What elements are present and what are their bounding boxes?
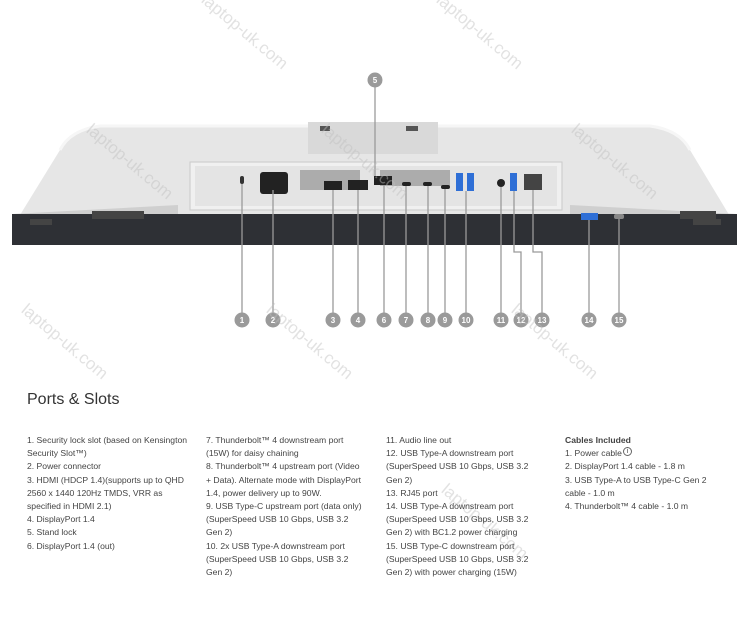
ports-column-2: 7. Thunderbolt™ 4 downstream port (15W) … (206, 434, 366, 579)
callout-marker (513, 312, 529, 328)
audio-line-out (497, 179, 505, 187)
port-item: 8. Thunderbolt™ 4 upstream port (Video +… (206, 461, 361, 498)
cable-item: 2. DisplayPort 1.4 cable - 1.8 m (565, 461, 685, 472)
callout-marker (437, 312, 453, 328)
callout-marker (458, 312, 474, 328)
port-item: 12. USB Type-A downstream port (SuperSpe… (386, 448, 529, 485)
callout-marker (534, 312, 550, 328)
callout-number: 8 (426, 316, 431, 325)
callout-marker (325, 312, 341, 328)
callout-number: 5 (373, 76, 378, 85)
callout-number: 4 (356, 316, 361, 325)
callout-marker (234, 312, 250, 328)
monitor-back (12, 122, 737, 245)
port-item: 3. HDMI (HDCP 1.4)(supports up to QHD 25… (27, 474, 184, 512)
security-lock-slot (240, 176, 244, 184)
usb-a-port (510, 173, 517, 191)
port-item: 13. RJ45 port (386, 487, 438, 498)
port-item: 11. Audio line out (386, 435, 452, 445)
port-item: 4. DisplayPort 1.4 (27, 514, 95, 525)
callout-marker (350, 312, 366, 328)
power-connector (260, 172, 288, 194)
callout-marker (376, 312, 392, 328)
callout-number: 1 (240, 316, 245, 325)
info-icon[interactable]: i (622, 447, 632, 457)
callout-marker (265, 312, 281, 328)
ports-column-3: 11. Audio line out 12. USB Type-A downst… (386, 434, 546, 579)
port-item: 5. Stand lock (27, 527, 77, 538)
callout-marker (420, 312, 436, 328)
usb-c-upstream (441, 185, 450, 189)
port-item: 14. USB Type-A downstream port (SuperSpe… (386, 501, 529, 538)
callout-marker (493, 312, 509, 328)
callout-line (513, 191, 522, 320)
callout-marker (398, 312, 414, 328)
thunderbolt-upstream (423, 182, 432, 186)
callout-number: 2 (271, 316, 276, 325)
displayport-out (374, 176, 392, 185)
callout-number: 14 (585, 316, 594, 325)
callout-number: 11 (497, 316, 506, 325)
callout-number: 10 (462, 316, 471, 325)
bezel-bottom (12, 214, 737, 245)
callout-marker (581, 312, 597, 328)
port-item: 10. 2x USB Type-A downstream port (Super… (206, 540, 349, 578)
port-item: 9. USB Type-C upstream port (data only) … (206, 501, 362, 538)
ports-column-1: 1. Security lock slot (based on Kensingt… (27, 434, 192, 553)
cable-item-label: 1. Power cable (565, 448, 622, 459)
callout-marker (611, 312, 627, 328)
hdmi-port (324, 181, 342, 190)
usb-a-port (456, 173, 463, 191)
port-item: 2. Power connector (27, 461, 102, 472)
callout-line (532, 190, 543, 320)
port-item: 7. Thunderbolt™ 4 downstream port (15W) … (206, 435, 344, 459)
usb-a-side-port (581, 213, 598, 220)
callout-number: 6 (382, 316, 387, 325)
cable-item: 3. USB Type-A to USB Type-C Gen 2 cable … (565, 474, 707, 498)
callout-number: 12 (517, 316, 526, 325)
port-item: 1. Security lock slot (based on Kensingt… (27, 435, 188, 459)
thunderbolt-downstream (402, 182, 411, 186)
cables-heading: Cables Included (565, 435, 631, 445)
callout-number: 15 (615, 316, 624, 325)
port-item: 6. DisplayPort 1.4 (out) (27, 540, 115, 551)
usb-c-side-port (614, 214, 624, 219)
callout-number: 13 (538, 316, 547, 325)
callout-number: 7 (404, 316, 409, 325)
callout-number: 9 (443, 316, 448, 325)
cable-item: 4. Thunderbolt™ 4 cable - 1.0 m (565, 501, 689, 512)
callout-number: 3 (331, 316, 336, 325)
displayport (348, 180, 368, 190)
usb-a-port (467, 173, 474, 191)
section-title: Ports & Slots (27, 391, 120, 408)
port-item: 15. USB Type-C downstream port (SuperSpe… (386, 540, 529, 578)
callout-marker (367, 72, 383, 88)
rj45-port (524, 174, 542, 190)
